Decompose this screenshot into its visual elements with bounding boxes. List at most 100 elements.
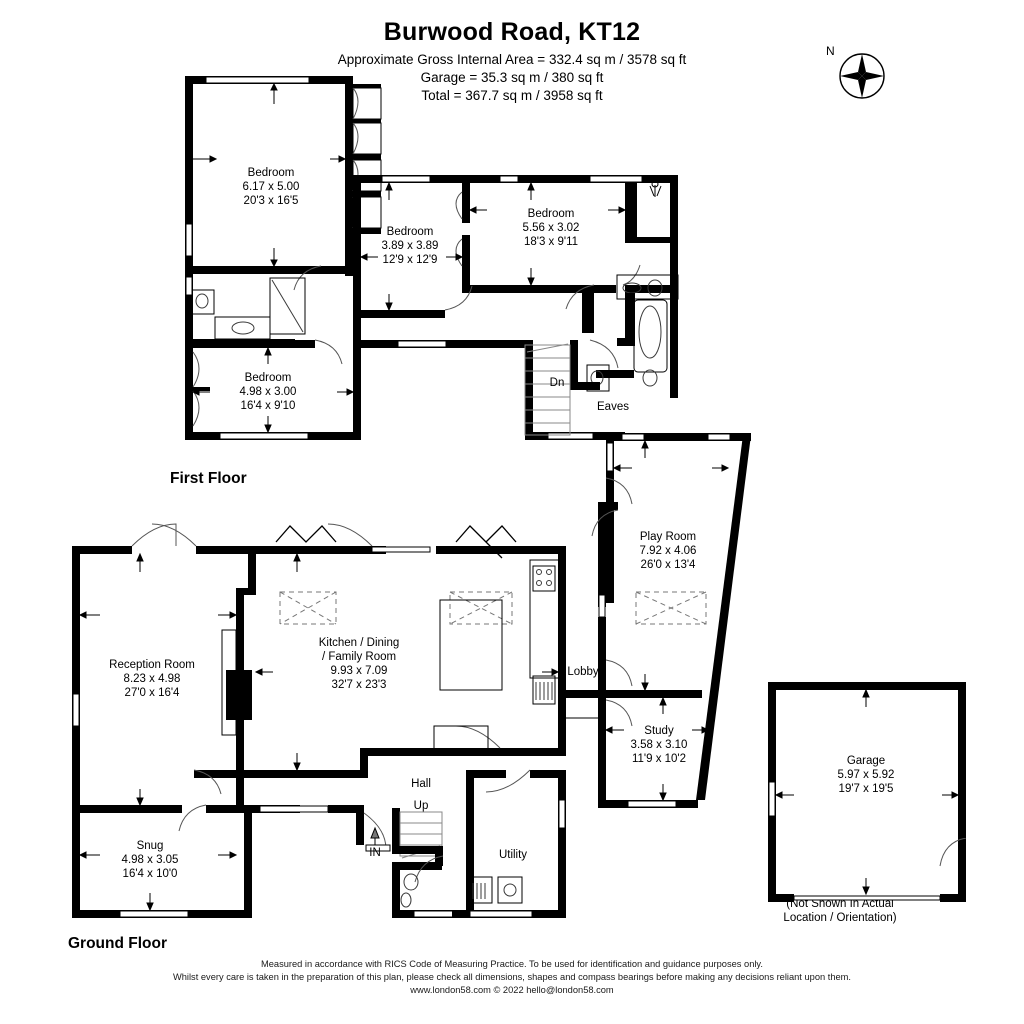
window: [205, 76, 310, 84]
first-floor-room-labels: Bedroom 6.17 x 5.00 20'3 x 16'5 Bedroom …: [240, 167, 630, 413]
wall: [392, 862, 442, 870]
wall: [598, 697, 606, 807]
door-swing: [605, 699, 633, 727]
angled-wall: [696, 435, 751, 800]
wall: [353, 191, 381, 197]
basin-unit: [586, 364, 610, 392]
bifold-door-icon: [485, 525, 517, 543]
window: [768, 781, 776, 817]
room-dimension-metric: 9.93 x 7.09: [331, 665, 388, 677]
wall: [353, 183, 361, 278]
eaves-label: Eaves: [597, 401, 629, 413]
room-dimension-metric: 8.23 x 4.98: [124, 673, 181, 685]
wall: [625, 293, 635, 338]
window: [469, 910, 533, 918]
wall: [606, 433, 614, 603]
wall: [353, 340, 361, 440]
room-label: Bedroom: [528, 208, 575, 220]
wall: [582, 285, 594, 333]
door-swing: [314, 339, 343, 365]
wall: [248, 546, 256, 588]
wall: [596, 370, 634, 378]
room-label: Study: [644, 725, 674, 737]
wall: [356, 805, 364, 845]
door-swing: [605, 477, 633, 505]
wc-icon: [642, 369, 658, 387]
wall: [516, 285, 616, 293]
room-dimension-imperial: 26'0 x 13'4: [641, 559, 697, 571]
dimension-arrow: [78, 439, 730, 912]
lobby-label: Lobby: [567, 666, 599, 678]
wall-stub: [190, 387, 210, 391]
gross-internal-area-text: Approximate Gross Internal Area = 332.4 …: [337, 52, 687, 67]
hob-ring-icon: [546, 580, 552, 586]
wall: [360, 748, 368, 778]
room-label: Kitchen / Dining: [319, 637, 400, 649]
room-label: Bedroom: [245, 372, 292, 384]
footer-line-1: Measured in accordance with RICS Code of…: [261, 959, 763, 969]
french-door-swing: [151, 523, 197, 547]
door-swing: [193, 769, 222, 795]
dimension-arrow: [191, 181, 627, 434]
wall: [598, 502, 606, 607]
door-swing: [605, 659, 633, 687]
shower-head-icon: [651, 180, 659, 188]
door-swing: [455, 191, 463, 220]
staircase-down: [524, 343, 571, 436]
wall: [353, 228, 381, 234]
wc-icon: [647, 279, 663, 297]
room-dimension-metric: 7.92 x 4.06: [640, 545, 697, 557]
first-floor-label: First Floor: [170, 470, 247, 487]
wall: [466, 770, 506, 778]
disclaimer-footer: Measured in accordance with RICS Code of…: [0, 958, 1024, 997]
door-swing: [591, 509, 619, 537]
wall: [392, 870, 400, 918]
wall: [72, 546, 132, 554]
island-dashed: [635, 591, 707, 625]
footer-line-2: Whilst every care is taken in the prepar…: [172, 972, 851, 982]
wall: [462, 235, 470, 285]
vanity: [214, 316, 271, 340]
bifold-door-icon: [275, 525, 337, 543]
door-swing: [293, 265, 322, 291]
compass-star-icon: [839, 53, 885, 99]
room-label: Garage: [847, 755, 885, 767]
wall: [72, 805, 182, 813]
wardrobe-door-swing: [352, 87, 359, 120]
wardrobe: [352, 122, 382, 155]
wall: [353, 278, 361, 340]
wall: [606, 690, 702, 698]
wall: [606, 433, 751, 441]
wall: [392, 846, 442, 854]
wall: [958, 682, 966, 902]
window: [259, 805, 329, 813]
utility-label: Utility: [499, 849, 527, 861]
room-dimension-imperial: 18'3 x 9'11: [524, 236, 578, 248]
wall: [617, 338, 635, 346]
footer-line-3: www.london58.com © 2022 hello@london58.c…: [410, 985, 614, 995]
page-title: Burwood Road, KT12: [383, 18, 641, 46]
door-swing: [485, 769, 531, 793]
dimension-arrow: [193, 82, 347, 268]
door-swing: [939, 837, 967, 867]
garage-door: [793, 895, 941, 901]
wall: [466, 770, 474, 918]
hob: [532, 565, 556, 592]
island-dashed-detail: [279, 591, 337, 625]
window: [185, 223, 193, 257]
room-dimension-metric: 3.89 x 3.89: [382, 240, 439, 252]
first-floor-plan: Bedroom 6.17 x 5.00 20'3 x 16'5 Bedroom …: [185, 76, 679, 440]
wall: [328, 805, 364, 813]
entrance-label: IN: [369, 847, 381, 859]
wall: [570, 340, 578, 388]
room-dimension-metric: 4.98 x 3.00: [240, 386, 297, 398]
room-dimension-imperial: 16'4 x 9'10: [241, 400, 296, 412]
appliance: [469, 876, 493, 904]
wall: [206, 805, 244, 813]
garage-area-text: Garage = 35.3 sq m / 380 sq ft: [420, 70, 604, 85]
wall: [625, 285, 678, 293]
bath-tub-icon: [638, 305, 662, 359]
window: [707, 433, 731, 441]
wc-icon: [195, 293, 209, 309]
ground-floor-plan: Reception Room 8.23 x 4.98 27'0 x 16'4 K…: [72, 433, 967, 918]
